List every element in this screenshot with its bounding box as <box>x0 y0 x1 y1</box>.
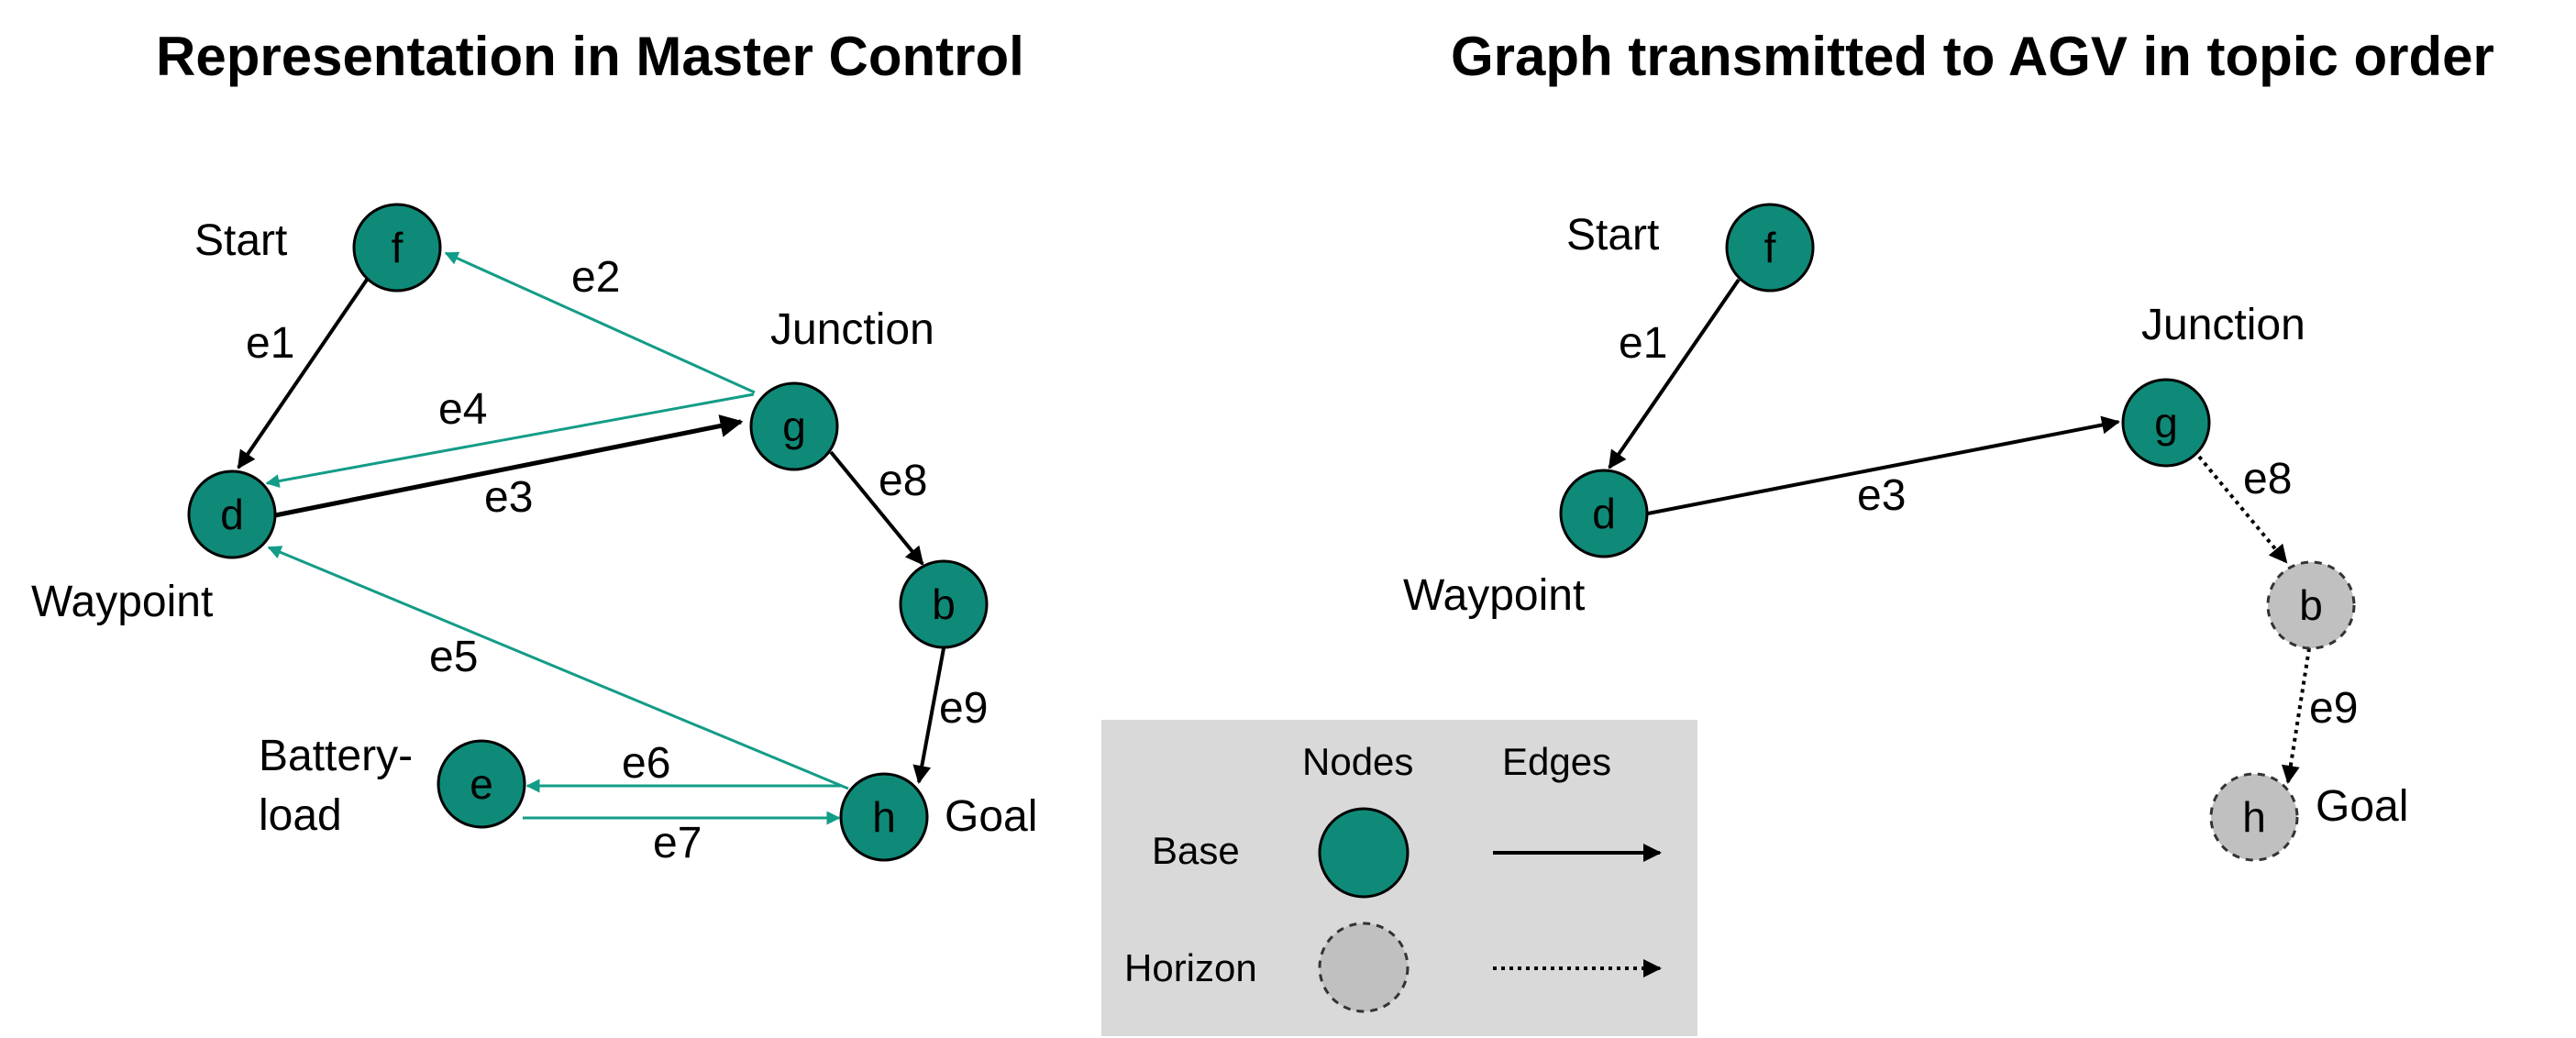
left-edge-label-e4: e4 <box>438 385 487 434</box>
left-node-d: d <box>187 469 277 559</box>
left-edge-label-e9: e9 <box>939 684 988 733</box>
left-edge-e3 <box>274 414 744 518</box>
left-edge-e2 <box>444 251 756 394</box>
legend-horizon-node <box>1318 922 1410 1013</box>
left-edge-e9 <box>912 647 945 784</box>
left-node-h-label: h <box>872 793 896 841</box>
legend-edges-header: Edges <box>1502 740 1611 783</box>
right-node-d: d <box>1559 469 1649 558</box>
right-edge-e1 <box>1608 278 1741 469</box>
left-node-e: e <box>437 739 526 829</box>
right-goal-label: Goal <box>2316 782 2408 831</box>
legend-base-node <box>1318 807 1410 899</box>
left-edge-label-e1: e1 <box>246 319 294 368</box>
right-edge-label-e8: e8 <box>2243 455 2292 503</box>
right-edge-label-e1: e1 <box>1619 319 1667 368</box>
left-node-f: f <box>352 203 442 293</box>
left-battery-label-1: Battery- <box>259 732 413 780</box>
right-node-h-label: h <box>2242 793 2266 841</box>
left-edge-e8 <box>829 450 924 566</box>
left-node-g-label: g <box>782 403 806 450</box>
left-edge-label-e8: e8 <box>879 457 927 505</box>
left-node-b: b <box>899 559 989 649</box>
right-edge-label-e9: e9 <box>2309 684 2358 733</box>
right-node-h: h <box>2209 772 2299 862</box>
right-node-d-label: d <box>1592 490 1616 537</box>
left-battery-label-2: load <box>259 791 342 840</box>
left-title: Representation in Master Control <box>156 26 1024 87</box>
left-edge-label-e5: e5 <box>429 633 478 681</box>
left-junction-label: Junction <box>770 305 934 354</box>
right-title: Graph transmitted to AGV in topic order <box>1451 26 2494 87</box>
left-edge-e1 <box>237 278 369 469</box>
right-start-label: Start <box>1566 211 1659 260</box>
left-edge-label-e2: e2 <box>571 253 620 302</box>
right-node-g: g <box>2121 378 2211 468</box>
right-node-f: f <box>1725 203 1815 293</box>
right-edge-e9 <box>2281 647 2311 784</box>
right-edge-label-e3: e3 <box>1857 471 1906 520</box>
left-node-f-label: f <box>392 224 404 271</box>
left-node-e-label: e <box>470 760 493 808</box>
right-node-b-label: b <box>2299 581 2323 629</box>
right-node-g-label: g <box>2154 399 2178 447</box>
left-goal-label: Goal <box>945 792 1037 841</box>
left-edge-e5 <box>267 546 849 790</box>
left-waypoint-label: Waypoint <box>31 578 213 626</box>
right-junction-label: Junction <box>2141 301 2305 349</box>
legend: Nodes Edges Base Horizon <box>1101 720 1697 1036</box>
right-edge-e8 <box>2197 455 2288 564</box>
right-node-f-label: f <box>1764 224 1776 271</box>
right-node-b: b <box>2266 560 2356 650</box>
legend-horizon-label: Horizon <box>1124 946 1257 989</box>
left-edge-label-e3: e3 <box>484 473 533 522</box>
left-node-g: g <box>749 381 839 471</box>
left-start-label: Start <box>194 216 287 265</box>
left-node-d-label: d <box>220 491 244 538</box>
legend-base-label: Base <box>1152 829 1240 872</box>
right-edge-e3 <box>1647 415 2120 515</box>
left-edge-e4 <box>265 392 755 488</box>
left-edges <box>237 251 945 825</box>
left-edge-label-e7: e7 <box>653 819 702 867</box>
right-edges <box>1608 278 2311 784</box>
left-node-b-label: b <box>932 580 956 628</box>
right-waypoint-label: Waypoint <box>1403 571 1585 620</box>
legend-nodes-header: Nodes <box>1302 740 1413 783</box>
left-node-h: h <box>839 772 929 862</box>
left-edge-label-e6: e6 <box>622 739 670 788</box>
